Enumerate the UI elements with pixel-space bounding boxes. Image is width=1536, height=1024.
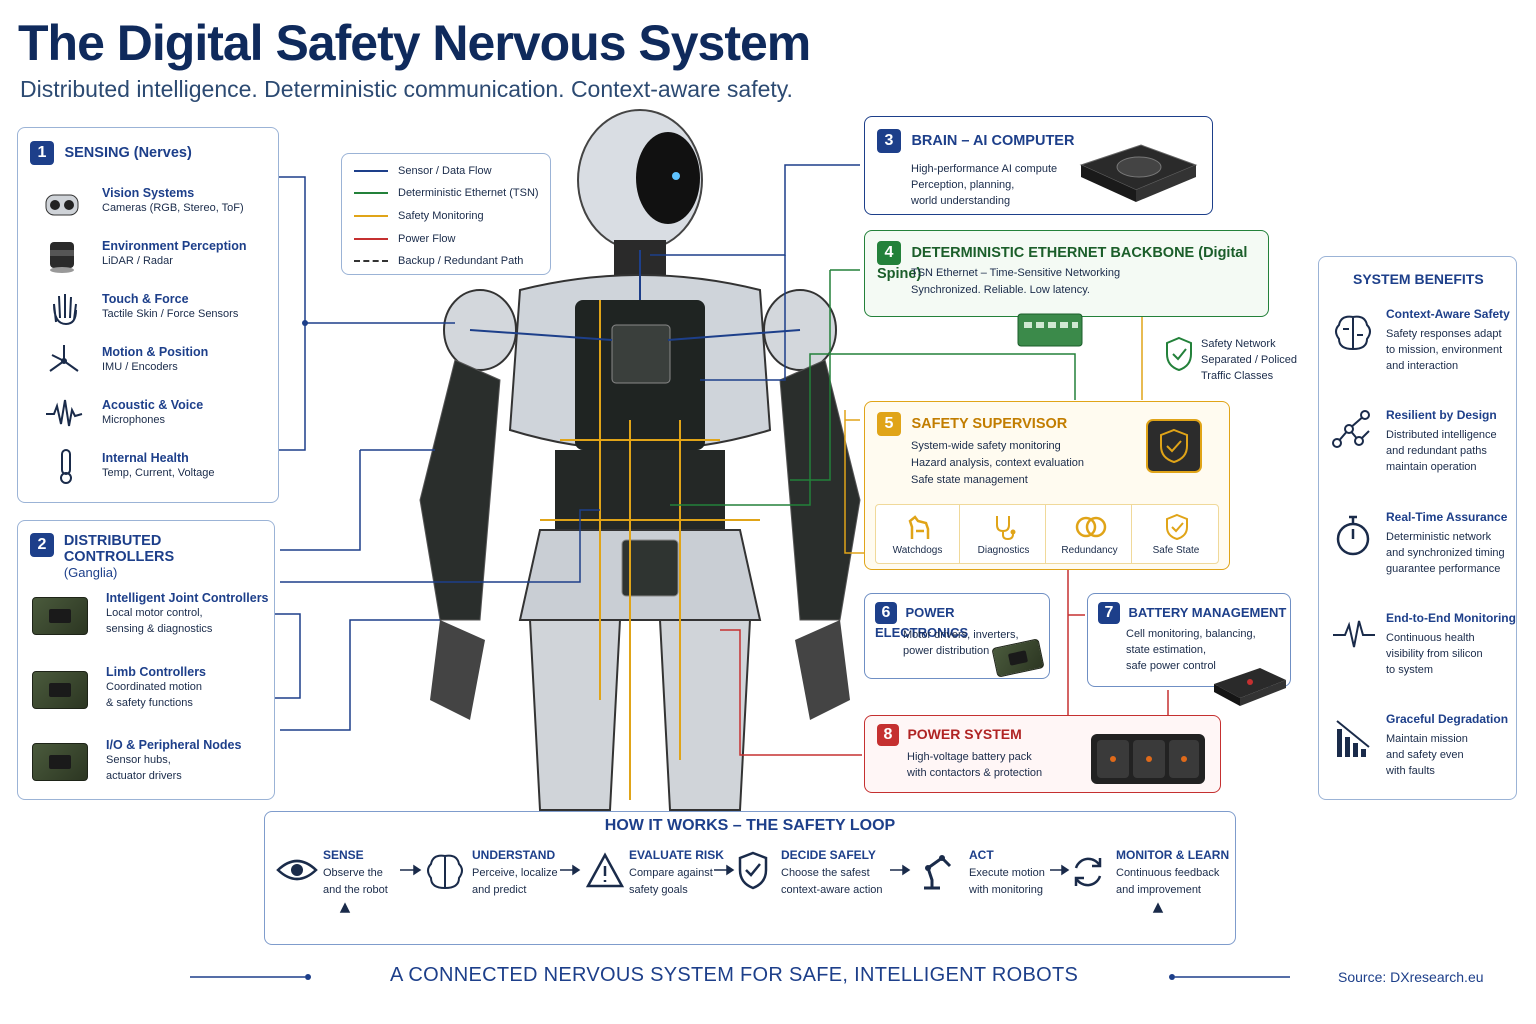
camera-icon [45,194,79,216]
page-title: The Digital Safety Nervous System [18,15,811,71]
shield-check-icon [738,851,768,890]
source-credit: Source: DXresearch.eu [1338,969,1484,985]
io-node-chip [32,743,88,781]
joint-controller-chip [32,597,88,635]
stethoscope-icon [996,516,1016,541]
hand-icon [53,294,77,326]
shield-check-icon [1166,513,1188,541]
diagnostics-item: Diagnostics [962,505,1046,563]
ai-computer-icon [1079,144,1198,202]
brain-panel: 3 BRAIN – AI COMPUTER High-performance A… [864,116,1213,215]
tsn-switch-icon [1017,313,1083,347]
power-system-panel: 8 POWER SYSTEM High-voltage battery pack… [864,715,1221,793]
backbone-panel: 4 DETERMINISTIC ETHERNET BACKBONE (Digit… [864,230,1269,317]
safe-state-item: Safe State [1134,505,1218,563]
warning-triangle-icon [585,852,625,888]
brain-icon [427,854,463,890]
safety-loop-title: HOW IT WORKS – THE SAFETY LOOP [604,817,896,834]
redundancy-item: Redundancy [1048,505,1132,563]
declining-bars-icon [1336,720,1370,757]
battery-pack-icon [1091,734,1205,784]
watchdogs-item: Watchdogs [876,505,960,563]
page-subtitle: Distributed intelligence. Deterministic … [20,76,793,102]
lidar-icon [50,242,74,273]
safety-supervisor-panel: 5 SAFETY SUPERVISOR System-wide safety m… [864,401,1230,570]
refresh-cycle-icon [1074,857,1102,887]
safety-loop-panel: HOW IT WORKS – THE SAFETY LOOP [264,811,1236,945]
legend: Sensor / Data Flow Deterministic Etherne… [341,153,551,275]
stopwatch-icon [1336,515,1370,556]
axes-icon [49,345,79,372]
bms-module-icon [1214,668,1286,706]
shield-check-icon [1166,336,1192,372]
eye-icon [276,859,318,881]
footer-tagline: A CONNECTED NERVOUS SYSTEM FOR SAFE, INT… [390,964,1079,986]
redundancy-rings-icon [1075,516,1107,538]
network-nodes-icon [1332,410,1370,448]
waveform-icon [46,399,83,427]
dog-icon [908,515,930,539]
limb-controller-chip [32,671,88,709]
brain-icon [1335,315,1371,351]
robot-arm-icon [924,855,952,890]
safety-chip-icon [1146,419,1202,473]
pulse-icon [1333,620,1375,648]
thermometer-icon [60,449,72,484]
